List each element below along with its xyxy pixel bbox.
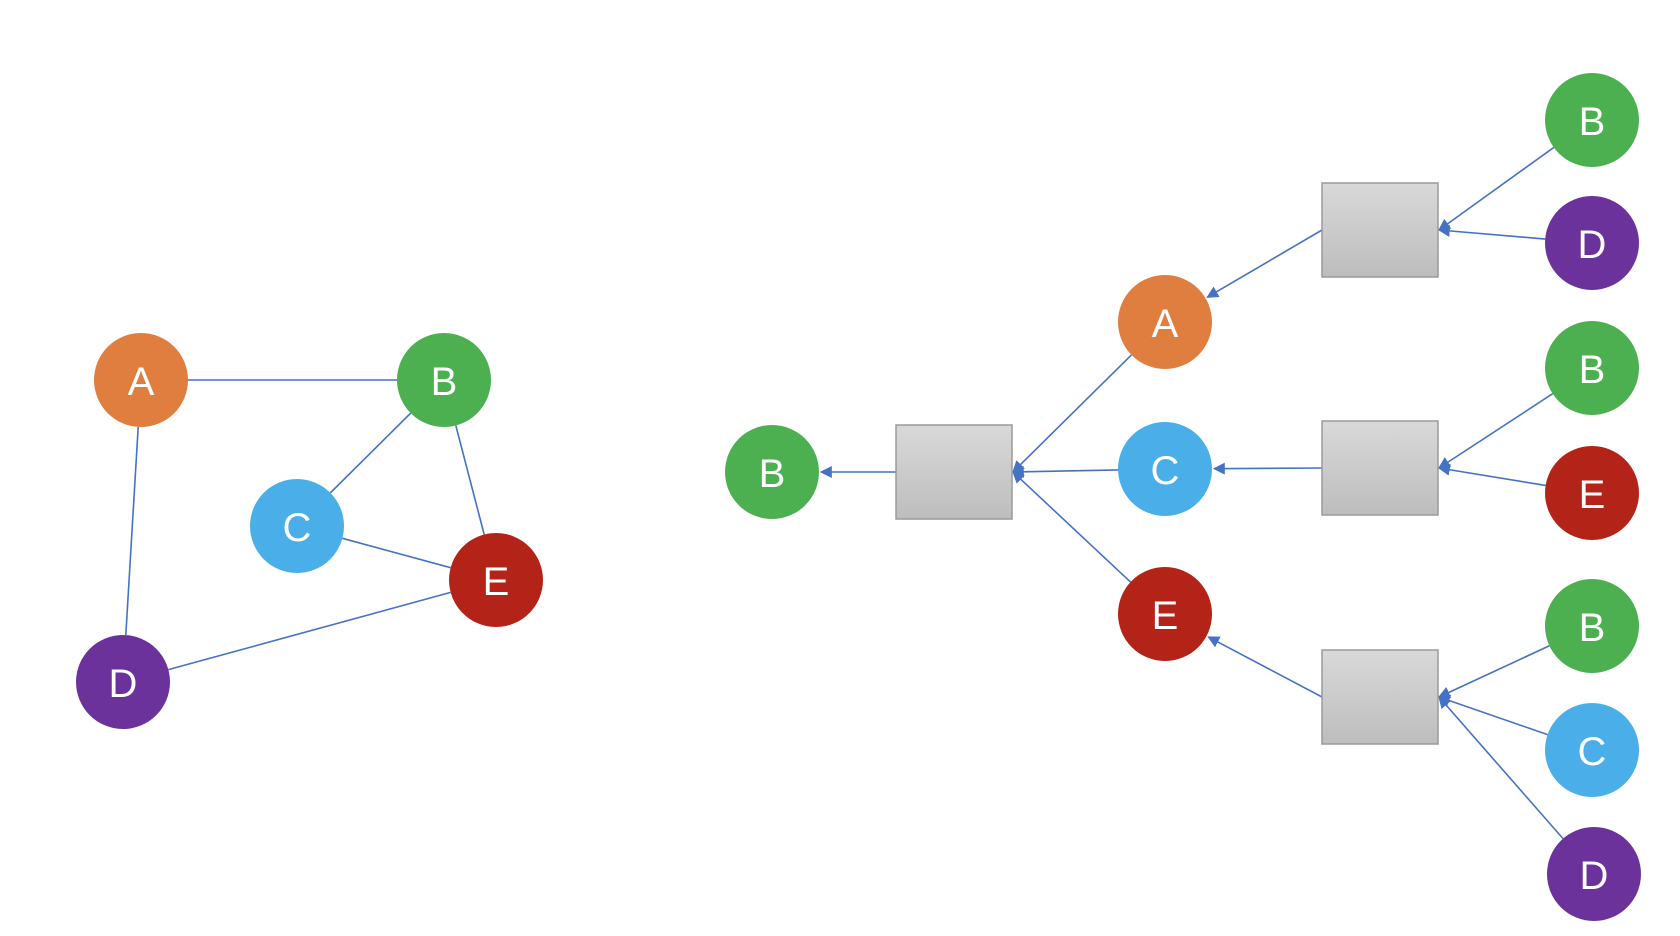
tree-leaf-node-e-d: D — [1547, 827, 1641, 921]
node-label: D — [109, 662, 138, 706]
tree-edge-leaf-b-to-aggregator-a — [1438, 146, 1555, 231]
tree-edge-e-to-aggregator — [1012, 471, 1132, 583]
node-label: E — [1579, 473, 1606, 517]
node-label: B — [759, 452, 786, 496]
computation-tree: B A C E B D B E B C D — [725, 73, 1641, 921]
tree-edge-leaf-c-to-aggregator-e — [1437, 694, 1548, 736]
node-label: C — [1151, 449, 1180, 493]
graph-node-a: A — [94, 333, 188, 427]
node-label: E — [483, 560, 510, 604]
aggregator-box-c — [1321, 420, 1439, 516]
tree-level1-node-a: A — [1118, 275, 1212, 369]
tree-edge-leaf-b-to-aggregator-e — [1437, 645, 1550, 698]
node-circle — [449, 533, 543, 627]
node-label: B — [431, 360, 458, 404]
aggregator-box-a — [1321, 182, 1439, 278]
tree-edge-leaf-d-to-aggregator-a — [1437, 224, 1546, 240]
graph-edge-b-e — [455, 425, 485, 535]
node-label: B — [1579, 100, 1606, 144]
tree-leaf-node-e-b: B — [1545, 579, 1639, 673]
node-label: C — [283, 506, 312, 550]
node-label: C — [1578, 730, 1607, 774]
graph-node-b: B — [397, 333, 491, 427]
node-label: D — [1578, 223, 1607, 267]
node-circle — [1118, 275, 1212, 369]
node-label: B — [1579, 606, 1606, 650]
node-circle — [1118, 422, 1212, 516]
tree-edge-leaf-e-to-aggregator-c — [1437, 463, 1546, 487]
tree-edge-aggregator-to-e — [1207, 636, 1323, 698]
node-label: A — [1152, 302, 1179, 346]
node-circle — [1545, 73, 1639, 167]
tree-leaf-node-e-c: C — [1545, 703, 1639, 797]
tree-leaf-node-a-b: B — [1545, 73, 1639, 167]
tree-level1-node-e: E — [1118, 567, 1212, 661]
node-label: E — [1152, 594, 1179, 638]
node-circle — [1118, 567, 1212, 661]
node-circle — [1547, 827, 1641, 921]
tree-leaf-node-a-d: D — [1545, 196, 1639, 290]
aggregator-box-root — [895, 424, 1013, 520]
tree-edge-leaf-d-to-aggregator-e — [1438, 696, 1564, 840]
input-graph: A B C D E — [76, 333, 543, 729]
node-circle — [1545, 703, 1639, 797]
node-circle — [1545, 446, 1639, 540]
node-circle — [250, 479, 344, 573]
tree-edge-leaf-b-to-aggregator-c — [1437, 393, 1554, 469]
node-label: A — [128, 360, 155, 404]
tree-leaf-node-c-b: B — [1545, 321, 1639, 415]
tree-edge-aggregator-to-c — [1212, 462, 1323, 475]
node-label: B — [1579, 348, 1606, 392]
node-label: D — [1580, 854, 1609, 898]
graph-node-c: C — [250, 479, 344, 573]
node-circle — [397, 333, 491, 427]
tree-edge-c-to-aggregator — [1011, 465, 1119, 478]
node-circle — [76, 635, 170, 729]
node-circle — [1545, 321, 1639, 415]
graph-edge-d-e — [168, 591, 451, 671]
tree-leaf-node-c-e: E — [1545, 446, 1639, 540]
tree-edge-aggregator-to-a — [1206, 229, 1323, 298]
node-circle — [1545, 196, 1639, 290]
node-circle — [1545, 579, 1639, 673]
tree-root-node-b: B — [725, 425, 819, 519]
tree-edge-a-to-aggregator — [1012, 354, 1133, 473]
graph-node-e: E — [449, 533, 543, 627]
node-circle — [94, 333, 188, 427]
tree-level1-node-c: C — [1118, 422, 1212, 516]
graph-edge-c-e — [342, 537, 451, 569]
graph-edge-b-c — [329, 412, 412, 494]
graph-node-d: D — [76, 635, 170, 729]
graph-edge-a-d — [124, 426, 140, 636]
node-circle — [725, 425, 819, 519]
aggregator-box-e — [1321, 649, 1439, 745]
